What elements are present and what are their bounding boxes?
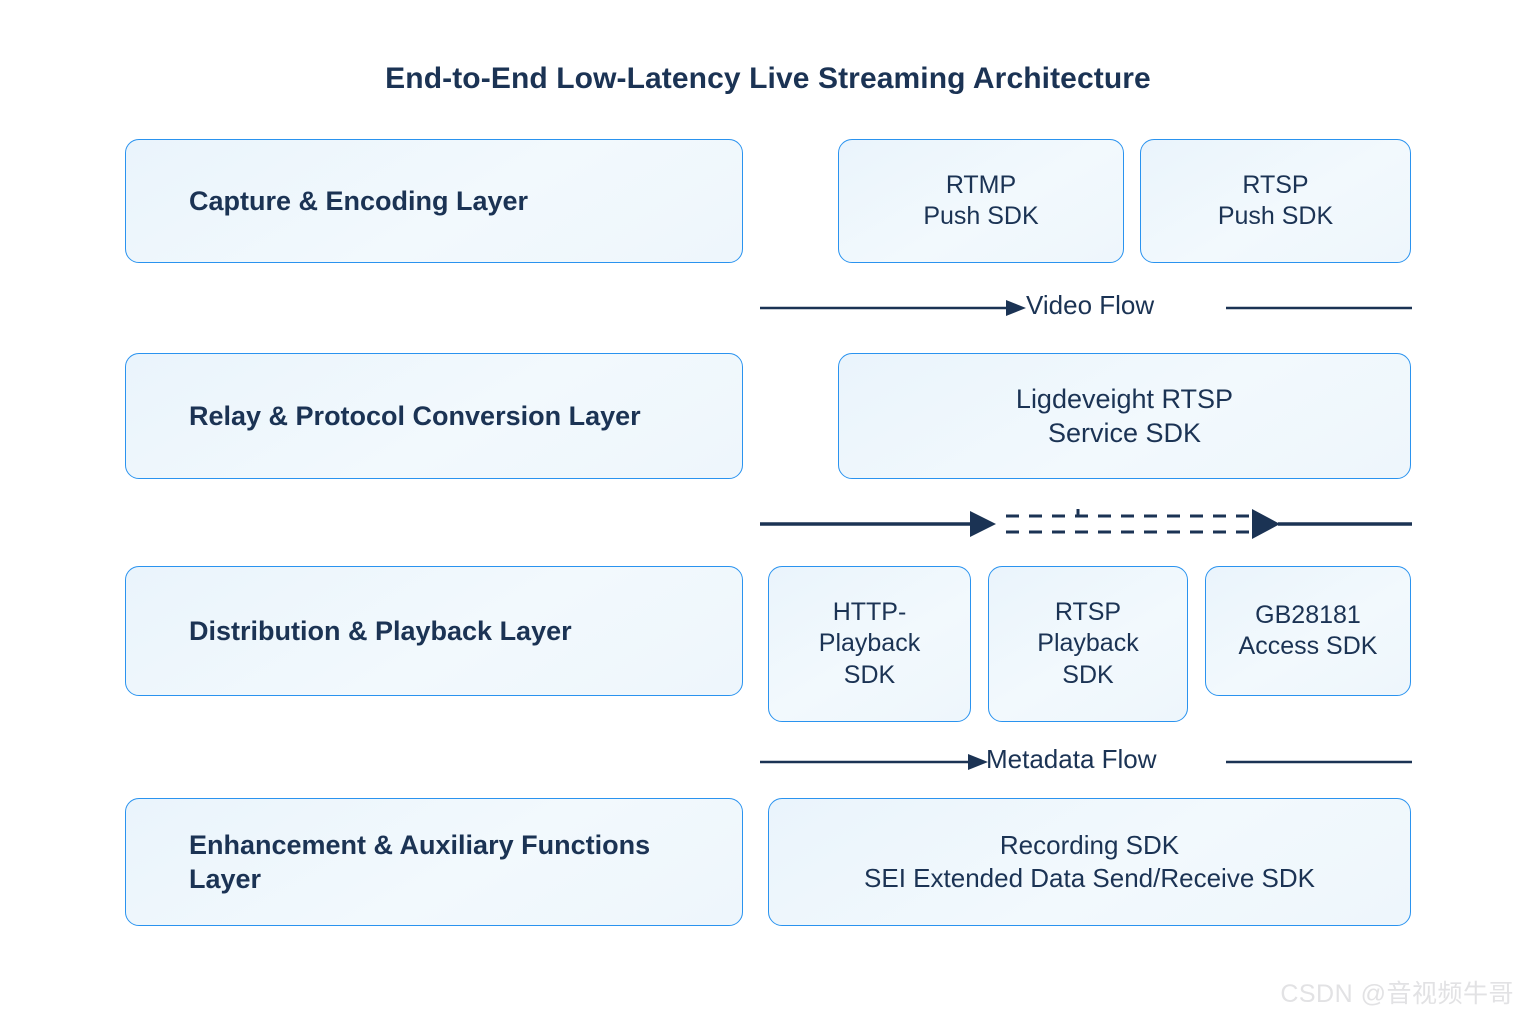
component-label-rtsp-push-sdk: RTSP Push SDK: [1217, 170, 1334, 231]
video-flow-arrow-icon: [760, 300, 1412, 316]
component-label-recording-sdk: Recording SDK SEI Extended Data Send/Rec…: [864, 830, 1315, 893]
metadata-flow-arrow-icon: [760, 754, 1412, 770]
layer-label-relay-protocol-conversion: Relay & Protocol Conversion Layer: [189, 400, 641, 431]
component-box-http-playback-sdk[interactable]: HTTP- Playback SDK: [768, 566, 971, 722]
dashed-double-arrow-icon: [760, 509, 1412, 539]
flow-connector-video-flow: Video Flow: [758, 288, 1414, 328]
layer-box-enhancement-auxiliary[interactable]: Enhancement & Auxiliary Functions Layer: [125, 798, 743, 926]
watermark: CSDN @音视频牛哥: [1280, 980, 1514, 1008]
component-box-rtsp-push-sdk[interactable]: RTSP Push SDK: [1140, 139, 1411, 263]
component-box-rtsp-playback-sdk[interactable]: RTSP Playback SDK: [988, 566, 1188, 722]
layer-box-distribution-playback[interactable]: Distribution & Playback Layer: [125, 566, 743, 696]
component-box-rtsp-service-sdk[interactable]: Ligdeveight RTSP Service SDK: [838, 353, 1411, 479]
flow-connector-metadata-flow: Metadata Flow: [758, 742, 1414, 782]
layer-box-relay-protocol-conversion[interactable]: Relay & Protocol Conversion Layer: [125, 353, 743, 479]
component-box-recording-sdk[interactable]: Recording SDK SEI Extended Data Send/Rec…: [768, 798, 1411, 926]
flow-label-video-flow: Video Flow: [1026, 290, 1155, 320]
layer-box-capture-encoding[interactable]: Capture & Encoding Layer: [125, 139, 743, 263]
component-box-gb28181-access-sdk[interactable]: GB28181 Access SDK: [1205, 566, 1411, 696]
component-label-http-playback-sdk: HTTP- Playback SDK: [818, 597, 921, 689]
layer-label-capture-encoding: Capture & Encoding Layer: [189, 185, 529, 216]
component-label-rtsp-playback-sdk: RTSP Playback SDK: [1037, 597, 1139, 689]
component-label-gb28181-access-sdk: GB28181 Access SDK: [1238, 600, 1378, 661]
component-box-rtmp-push-sdk[interactable]: RTMP Push SDK: [838, 139, 1124, 263]
flow-connector-dashed-flow: [758, 503, 1414, 543]
component-label-rtsp-service-sdk: Ligdeveight RTSP Service SDK: [1015, 383, 1234, 448]
page-title: End-to-End Low-Latency Live Streaming Ar…: [385, 62, 1151, 95]
layer-label-enhancement-auxiliary: Enhancement & Auxiliary Functions Layer: [189, 829, 651, 894]
layer-label-distribution-playback: Distribution & Playback Layer: [189, 615, 572, 646]
flow-label-metadata-flow: Metadata Flow: [986, 744, 1157, 774]
component-label-rtmp-push-sdk: RTMP Push SDK: [923, 170, 1039, 231]
